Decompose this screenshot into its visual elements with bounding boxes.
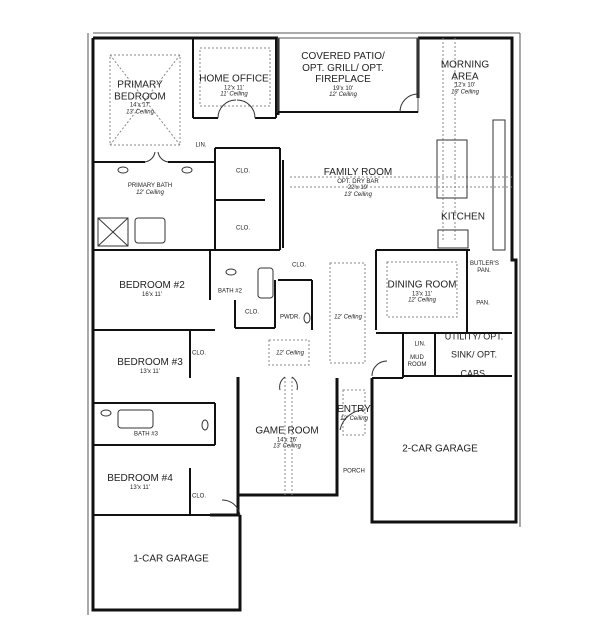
room-bath-3: BATH #3 <box>134 431 158 438</box>
room-name: DINING ROOM <box>387 279 457 291</box>
room-name: HOME OFFICE <box>199 73 269 85</box>
room-covered-patio: COVERED PATIO/ OPT. GRILL/ OPT. FIREPLAC… <box>296 51 391 99</box>
room-size: 12'x 10' <box>454 82 476 89</box>
room-name: BEDROOM #3 <box>117 356 183 368</box>
room-name: BEDROOM #2 <box>119 279 185 291</box>
room-size: 22'x 19' <box>347 185 369 192</box>
room-two-car-garage: 2-CAR GARAGE <box>402 443 478 455</box>
room-closet-2: CLO. <box>235 225 251 232</box>
room-ceiling: 11' Ceiling <box>220 91 248 98</box>
room-closet-4: CLO. <box>244 309 260 316</box>
fixtures <box>97 119 506 431</box>
room-name: FAMILY ROOM <box>323 166 393 178</box>
room-ceiling: 13' Ceiling <box>273 443 301 450</box>
dashed-ceiling-lines <box>109 38 512 495</box>
room-size: 12'x 11' <box>224 84 244 91</box>
room-closet-6: CLO. <box>191 493 207 500</box>
room-utility: UTILITY/ OPT. SINK/ OPT. CABS. <box>438 326 510 381</box>
interior-walls <box>93 38 512 516</box>
foyer-ceiling: 12' Ceiling <box>276 350 304 357</box>
patio-edge <box>87 32 521 615</box>
room-kitchen: KITCHEN <box>441 211 485 223</box>
room-size: 13'x 11' <box>130 484 150 491</box>
room-name: BEDROOM #4 <box>107 472 173 484</box>
room-name: PRIMARY BEDROOM <box>114 79 166 103</box>
room-linen-2: LIN. <box>414 341 426 348</box>
doors <box>144 93 419 516</box>
room-ceiling: 12' Ceiling <box>340 415 368 422</box>
room-size: 16'x 11' <box>142 291 162 298</box>
room-name: MORNING AREA <box>440 59 490 83</box>
room-closet-3: CLO. <box>291 262 307 269</box>
outer-walls <box>91 36 518 612</box>
room-pantry: PAN. <box>476 300 490 307</box>
room-ceiling: 13' Ceiling <box>451 89 479 96</box>
room-name: UTILITY/ OPT. SINK/ OPT. CABS. <box>444 331 504 379</box>
room-name: ENTRY <box>337 403 371 415</box>
room-one-car-garage: 1-CAR GARAGE <box>133 553 209 565</box>
room-size: 19'x 10' <box>332 85 354 92</box>
room-linen-1: LIN. <box>195 142 207 149</box>
room-option: OPT. DRY BAR <box>337 178 379 185</box>
room-size: 14'x 17' <box>129 102 151 109</box>
room-ceiling: 12' Ceiling <box>329 92 357 99</box>
hall-ceiling: 12' Ceiling <box>334 314 362 321</box>
room-porch: PORCH <box>343 468 365 475</box>
room-name: PRIMARY BATH <box>127 183 173 190</box>
room-powder: PWDR. <box>280 314 300 321</box>
room-mud-room: MUD ROOM <box>407 355 427 368</box>
room-bath-2: BATH #2 <box>218 288 242 295</box>
room-size: 13'x 11' <box>412 290 432 297</box>
room-name: GAME ROOM <box>255 425 319 437</box>
room-closet-1: CLO. <box>235 168 251 175</box>
room-ceiling: 12' Ceiling <box>136 190 164 196</box>
room-size: 13'x 11' <box>140 368 160 375</box>
room-name: COVERED PATIO/ OPT. GRILL/ OPT. FIREPLAC… <box>301 50 385 85</box>
room-ceiling: 13' Ceiling <box>344 192 372 199</box>
room-closet-5: CLO. <box>191 350 207 357</box>
room-ceiling: 13' Ceiling <box>126 109 154 116</box>
room-size: 14'x 16' <box>276 436 298 443</box>
room-butlers-pantry: BUTLER'S PAN. <box>470 261 499 274</box>
room-ceiling: 12' Ceiling <box>408 297 436 304</box>
